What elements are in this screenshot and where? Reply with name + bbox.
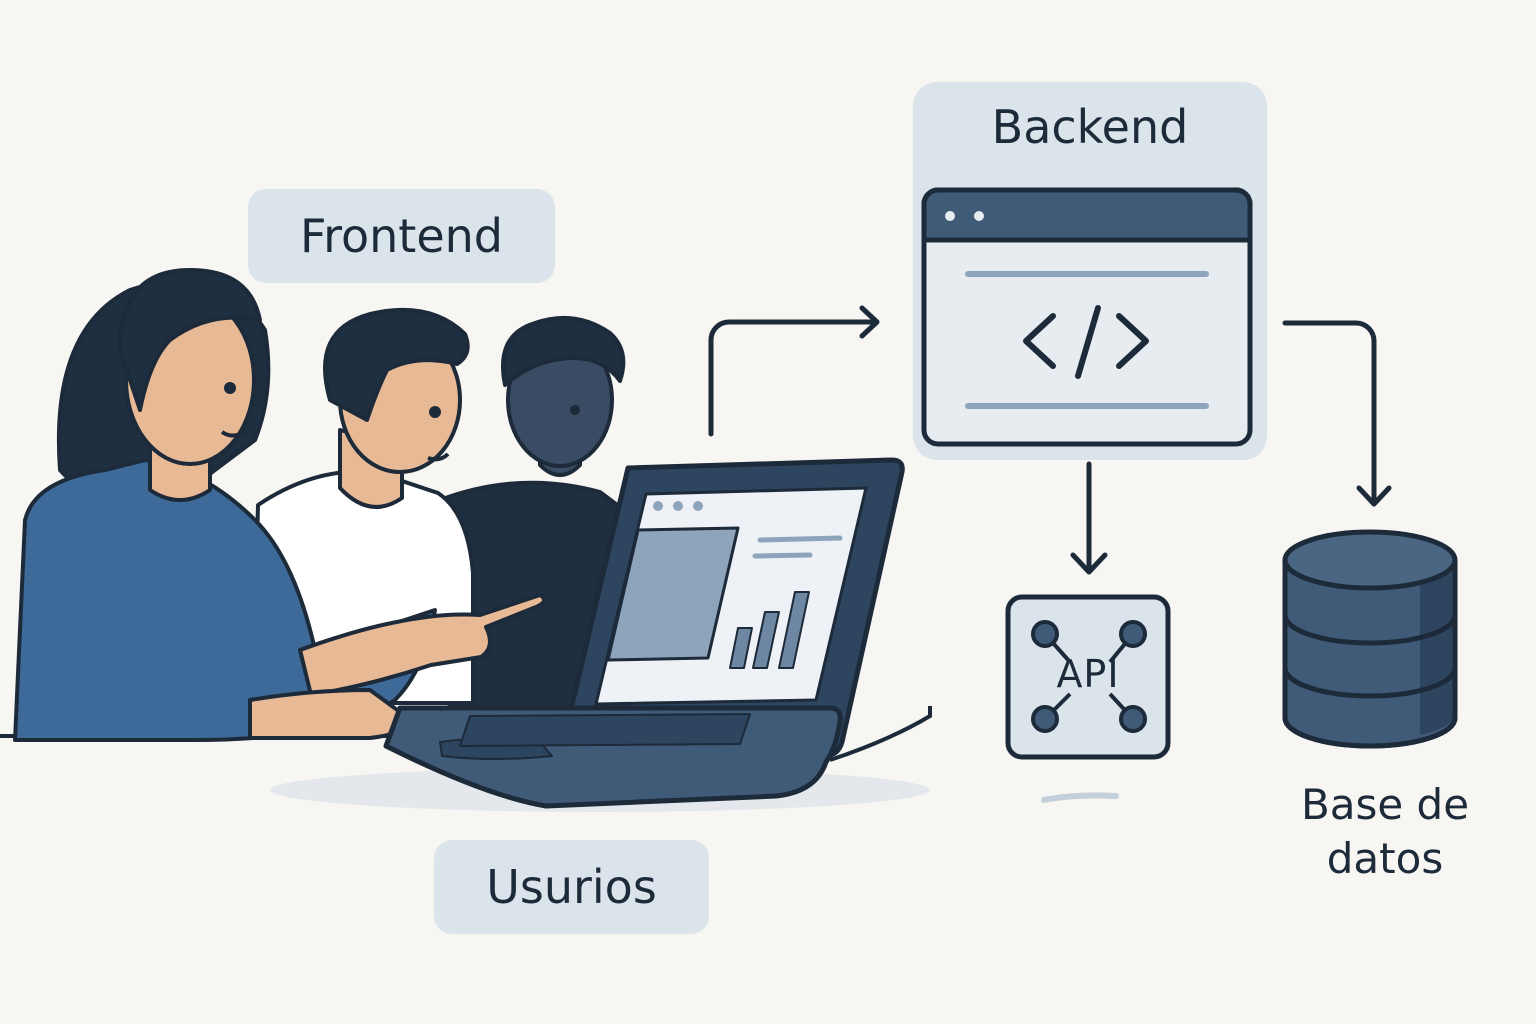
database-label-line1: Base de (1300, 780, 1470, 829)
backend-node (913, 82, 1267, 460)
arrow-frontend-to-backend (708, 319, 879, 437)
api-node (1005, 594, 1171, 803)
database-label-line2: datos (1326, 834, 1444, 883)
users-label-text: Usurios (486, 860, 657, 914)
backend-label: Backend (991, 100, 1189, 154)
users-label: Usurios (434, 840, 709, 934)
arrow-backend-to-database (1282, 320, 1377, 507)
laptop-icon (383, 457, 905, 809)
frontend-label: Frontend (248, 189, 555, 283)
api-label: API (1056, 652, 1120, 696)
frontend-label-text: Frontend (299, 209, 503, 263)
database-icon (1282, 529, 1458, 749)
database-label: Base de datos (1270, 778, 1500, 886)
flow-arrows (708, 305, 1392, 575)
code-icon (1023, 305, 1149, 379)
person-front-left (13, 268, 547, 742)
